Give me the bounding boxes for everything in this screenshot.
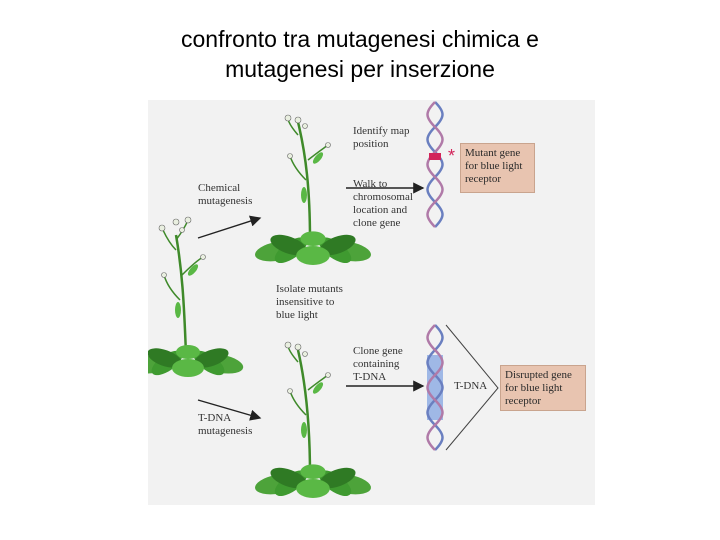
mutant-gene-box: Mutant gene for blue light receptor [460, 143, 535, 193]
slide-title: confronto tra mutagenesi chimica e mutag… [0, 24, 720, 84]
isolate-mutants-label: Isolate mutants insensitive to blue ligh… [276, 283, 343, 321]
figure-artwork [148, 101, 499, 501]
tdna-bracket [445, 324, 499, 451]
tdna-mutagenesis-label: T-DNA mutagenesis [198, 412, 253, 437]
mutation-site [429, 153, 441, 160]
title-line-2: mutagenesi per inserzione [225, 56, 495, 82]
chemical-mutagenesis-label: Chemical mutagenesis [198, 182, 253, 207]
dna-helix-bottom [426, 324, 499, 451]
tdna-mutant-plant [253, 341, 373, 501]
disrupted-gene-box: Disrupted gene for blue light receptor [500, 365, 586, 411]
parent-plant [148, 216, 245, 380]
tdna-insert-label: T-DNA [454, 380, 488, 392]
mutation-marker: * [448, 146, 456, 166]
identify-map-label: Identify map position [353, 125, 410, 150]
chemical-arrow [197, 215, 262, 239]
title-line-1: confronto tra mutagenesi chimica e [181, 26, 539, 52]
mutagenesis-figure: Chemical mutagenesis T-DNA mutagenesis I… [148, 100, 595, 505]
tdna-band [427, 355, 443, 420]
tdna-arrow [197, 399, 262, 421]
dna-helix-top [426, 101, 444, 228]
walk-to-label: Walk to chromosomal location and clone g… [353, 178, 413, 229]
chemical-mutant-plant [253, 114, 373, 268]
clone-gene-label: Clone gene containing T-DNA [353, 345, 403, 383]
